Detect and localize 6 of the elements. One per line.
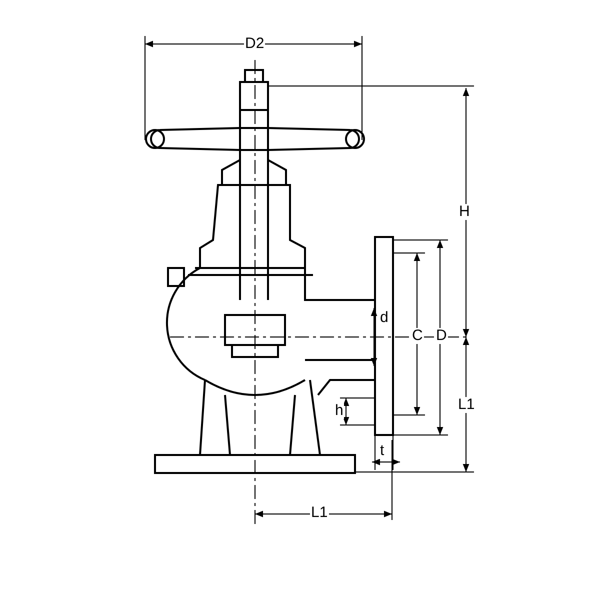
dimension-label: t <box>379 443 386 459</box>
dimension-label: H <box>458 204 471 220</box>
dimension-label: D <box>435 328 448 344</box>
dimension-label: L1 <box>457 397 476 413</box>
dimension-label: C <box>411 328 424 344</box>
dimension-label: h <box>334 403 344 419</box>
